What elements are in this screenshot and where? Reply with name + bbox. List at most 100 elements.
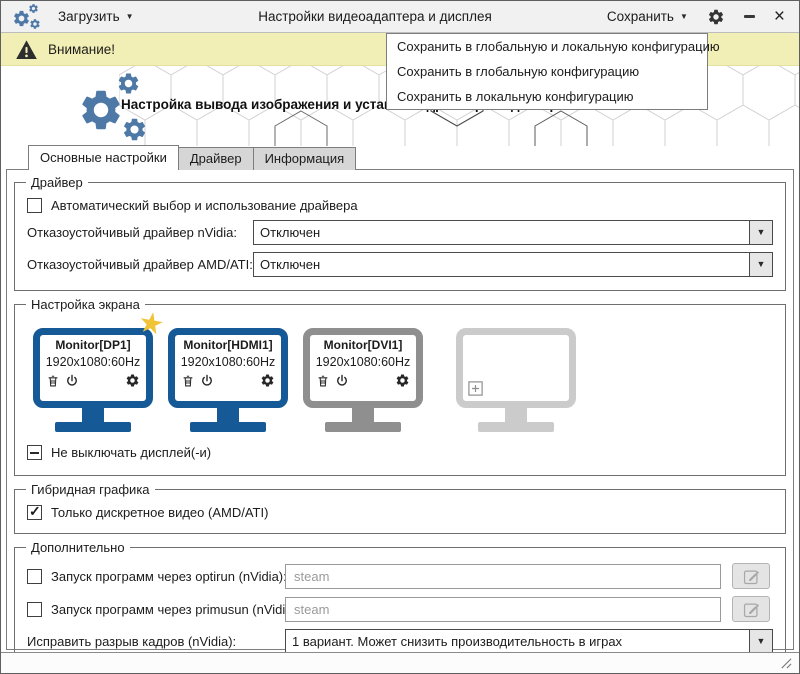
chevron-down-icon: ▼ [679,11,688,21]
load-menu-button[interactable]: Загрузить ▼ [50,5,142,28]
monitor-power-icon[interactable] [65,374,79,388]
monitor-stand-base [478,422,554,432]
monitor-mode: 1920x1080:60Hz [45,355,141,369]
monitor-delete-icon[interactable] [46,374,60,388]
tab-bar: Основные настройки Драйвер Информация [1,145,799,170]
status-bar [1,652,799,673]
keep-display-on-checkbox[interactable] [27,445,42,460]
primary-star-icon: ★ [135,305,167,343]
amd-failsafe-row: Отказоустойчивый драйвер AMD/ATI: Отключ… [27,252,773,277]
optirun-label-wrap: Запуск программ через optirun (nVidia): [27,568,287,584]
tearing-fix-row: Исправить разрыв кадров (nVidia): 1 вари… [27,629,773,654]
monitor-name: Monitor[HDMI1] [183,338,273,352]
tab-main-settings[interactable]: Основные настройки [28,145,179,170]
amd-failsafe-value: Отключен [260,257,321,272]
group-driver-legend: Драйвер [31,175,83,190]
monitor-stand [82,408,104,422]
monitor-icon-row [180,373,276,388]
minimize-button[interactable] [743,15,755,18]
optirun-command-input[interactable] [285,563,721,589]
monitor-stand [217,408,239,422]
menu-item-save-global-local[interactable]: Сохранить в глобальную и локальную конфи… [397,39,720,54]
dropdown-arrow-button[interactable]: ▼ [749,221,772,244]
monitor-power-icon[interactable] [335,374,349,388]
warning-text: Внимание! [48,41,116,57]
dropdown-arrow-button[interactable]: ▼ [749,253,772,276]
keep-display-on-label: Не выключать дисплей(-и) [51,445,212,460]
monitor-stand-base [190,422,266,432]
optirun-label: Запуск программ через optirun (nVidia): [51,568,287,584]
tab-driver[interactable]: Драйвер [177,147,254,170]
optirun-edit-button[interactable] [732,563,770,589]
amd-failsafe-select[interactable]: Отключен ▼ [253,252,773,277]
monitor-screen: Monitor[DVI1] 1920x1080:60Hz [303,328,423,408]
dropdown-arrow-button[interactable]: ▼ [749,630,772,653]
primusun-row: Запуск программ через primusun (nVidia): [27,596,773,622]
amd-failsafe-label: Отказоустойчивый драйвер AMD/ATI: [27,257,253,272]
auto-driver-label: Автоматический выбор и использование дра… [51,198,358,213]
primusun-checkbox[interactable] [27,601,42,617]
titlebar: Загрузить ▼ Настройки видеоадаптера и ди… [1,1,799,33]
monitor-name: Monitor[DVI1] [323,338,403,352]
load-menu-label: Загрузить [58,9,120,24]
monitor-name: Monitor[DP1] [55,338,131,352]
optirun-checkbox[interactable] [27,568,42,584]
optirun-row: Запуск программ через optirun (nVidia): [27,563,773,589]
monitor-dvi1[interactable]: Monitor[DVI1] 1920x1080:60Hz [303,328,423,432]
monitor-power-icon[interactable] [200,374,214,388]
add-monitor-plus-icon[interactable] [468,381,483,396]
chevron-down-icon: ▼ [756,636,766,646]
chevron-down-icon: ▼ [125,11,134,21]
tearing-fix-value: 1 вариант. Может снизить производительно… [292,634,623,649]
tab-content-panel: Драйвер Автоматический выбор и использов… [6,169,794,668]
monitor-stand-base [55,422,131,432]
monitor-screen: Monitor[DP1] 1920x1080:60Hz [33,328,153,408]
chevron-down-icon: ▼ [756,259,766,269]
monitor-icon-row [45,373,141,388]
monitor-list: ★ Monitor[DP1] 1920x1080:60Hz [33,306,779,432]
monitor-add-slot[interactable] [456,328,576,432]
tearing-fix-select[interactable]: 1 вариант. Может снизить производительно… [285,629,773,654]
monitor-stand [505,408,527,422]
group-extra: Дополнительно Запуск программ через opti… [14,540,786,668]
primusun-edit-button[interactable] [732,596,770,622]
monitor-stand-base [325,422,401,432]
monitor-settings-gear-icon[interactable] [260,373,275,388]
group-screen-settings: Настройка экрана ★ Monitor[DP1] 1920x108… [14,297,786,476]
primusun-label-wrap: Запуск программ через primusun (nVidia): [27,601,300,617]
pencil-edit-icon [743,568,760,585]
monitor-stand [352,408,374,422]
save-menu-button[interactable]: Сохранить ▼ [607,5,688,28]
group-screen-legend: Настройка экрана [31,297,140,312]
primusun-command-input[interactable] [285,596,721,622]
auto-driver-checkbox[interactable] [27,198,42,213]
warning-triangle-icon [15,39,38,60]
nvidia-failsafe-value: Отключен [260,225,321,240]
auto-driver-row: Автоматический выбор и использование дра… [27,198,773,213]
monitor-delete-icon[interactable] [181,374,195,388]
menu-item-save-local[interactable]: Сохранить в локальную конфигурацию [397,89,634,104]
monitor-settings-gear-icon[interactable] [395,373,410,388]
group-extra-legend: Дополнительно [31,540,125,555]
save-dropdown-menu: Сохранить в глобальную и локальную конфи… [386,33,720,110]
primusun-label: Запуск программ через primusun (nVidia): [51,601,301,617]
discrete-only-row: Только дискретное видео (AMD/ATI) [27,503,773,520]
tearing-fix-label: Исправить разрыв кадров (nVidia): [27,634,237,649]
discrete-only-checkbox[interactable] [27,503,42,520]
tab-information[interactable]: Информация [252,147,357,170]
discrete-only-label: Только дискретное видео (AMD/ATI) [51,505,269,520]
monitor-settings-gear-icon[interactable] [125,373,140,388]
menu-item-save-global[interactable]: Сохранить в глобальную конфигурацию [397,64,640,79]
pencil-edit-icon [743,601,760,618]
monitor-delete-icon[interactable] [316,374,330,388]
monitor-mode: 1920x1080:60Hz [180,355,276,369]
monitor-dp1[interactable]: ★ Monitor[DP1] 1920x1080:60Hz [33,306,167,432]
group-hybrid-legend: Гибридная графика [31,482,150,497]
close-button[interactable]: × [773,5,785,27]
settings-gear-button[interactable] [707,8,725,26]
nvidia-failsafe-label: Отказоустойчивый драйвер nVidia: [27,225,237,240]
monitor-hdmi1[interactable]: Monitor[HDMI1] 1920x1080:60Hz [168,328,288,432]
nvidia-failsafe-select[interactable]: Отключен ▼ [253,220,773,245]
resize-grip[interactable] [779,656,792,669]
